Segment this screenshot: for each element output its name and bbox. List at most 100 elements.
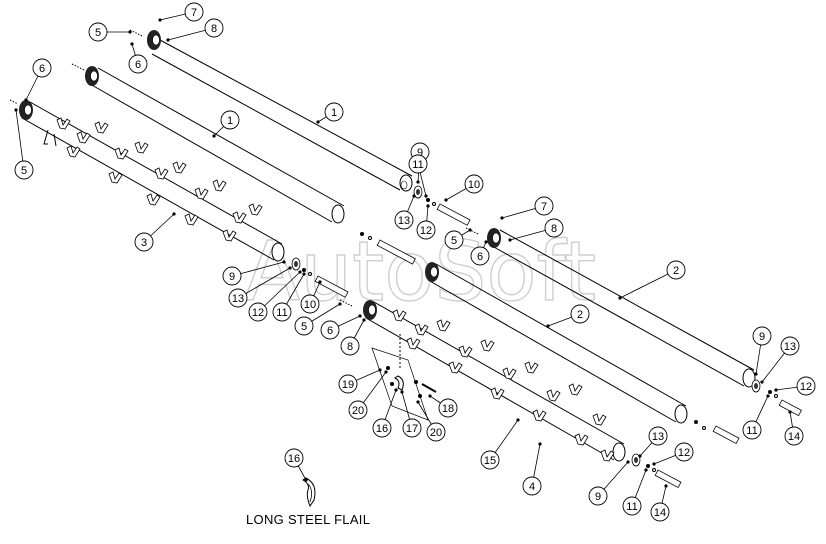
callout-16: 16 [284,448,308,482]
callout-label: 13 [232,293,244,305]
callout-label: 5 [301,321,307,333]
callout-17: 17 [400,390,422,438]
callout-label: 17 [406,423,418,435]
callout-label: 9 [595,491,601,503]
callout-3: 3 [134,212,176,252]
rotor-3-flail [18,99,285,262]
callout-10: 10 [300,280,322,314]
callout-12: 12 [774,376,816,396]
callout-4: 4 [522,442,542,496]
callout-label: 5 [21,165,27,177]
callout-20: 20 [416,400,446,442]
callout-label: 9 [229,271,235,283]
callout-20: 20 [348,370,388,420]
callout-label: 9 [417,147,423,159]
callout-13: 13 [228,266,292,308]
callout-label: 13 [652,431,664,443]
roller-1-second [84,65,345,224]
callout-2: 2 [546,304,590,328]
roller-2-middle [424,261,688,424]
callout-label: 1 [331,107,337,119]
roller-1-top [146,29,413,192]
callout-6: 6 [470,240,490,266]
callout-label: 6 [327,325,333,337]
callout-7: 7 [158,2,204,22]
callout-19: 19 [338,368,382,394]
callout-label: 12 [252,307,264,319]
callout-14: 14 [784,410,804,446]
callout-8: 8 [166,18,224,42]
callout-label: 7 [541,201,547,213]
callout-label: 2 [577,309,583,321]
callout-label: 4 [529,481,535,493]
callout-label: 16 [376,423,388,435]
callout-label: 13 [784,341,796,353]
callout-11: 11 [408,154,428,198]
callout-label: 6 [477,251,483,263]
caption-long-steel-flail: LONG STEEL FLAIL [246,512,371,527]
callout-label: 10 [468,179,480,191]
rotor-4-flail [362,299,626,462]
callout-11: 11 [272,272,306,322]
callout-label: 10 [304,299,316,311]
callout-label: 2 [673,265,679,277]
callout-5: 5 [294,302,342,336]
callout-1: 1 [212,110,240,138]
callout-label: 14 [654,507,666,519]
callout-label: 8 [347,341,353,353]
callout-label: 8 [211,23,217,35]
callout-12: 12 [248,270,302,322]
callout-label: 14 [788,431,800,443]
callout-label: 11 [626,501,637,513]
callout-layer: 1122345555666677888999910101111111112121… [14,2,816,522]
callout-label: 1 [227,115,233,127]
callout-label: 12 [678,447,690,459]
callout-12: 12 [652,442,694,466]
callout-label: 18 [442,403,454,415]
long-steel-flail-part [302,477,316,508]
callout-label: 6 [39,63,45,75]
callout-label: 8 [551,223,557,235]
callout-label: 13 [398,215,410,227]
callout-7: 7 [500,196,554,220]
callout-label: 20 [352,405,364,417]
callout-15: 15 [480,418,520,470]
callout-label: 6 [135,59,141,71]
callout-6: 6 [320,314,362,340]
callout-label: 19 [342,379,354,391]
callout-6: 6 [128,42,148,74]
callout-label: 5 [451,235,457,247]
callout-label: 3 [141,237,147,249]
callout-10: 10 [444,174,484,202]
callout-5: 5 [88,22,132,42]
callout-18: 18 [428,394,458,418]
callout-label: 16 [288,453,300,465]
callout-11: 11 [742,394,770,440]
callout-label: 12 [800,381,812,393]
callout-5: 5 [14,108,34,180]
callout-label: 20 [430,427,442,439]
callout-label: 12 [420,225,432,237]
callout-13: 13 [638,426,668,458]
callout-11: 11 [622,468,648,516]
callout-label: 9 [759,331,765,343]
shaft-parts [9,29,802,489]
callout-12: 12 [416,204,436,240]
callout-label: 7 [191,7,197,19]
callout-9: 9 [752,326,772,376]
callout-14: 14 [650,484,670,522]
callout-label: 15 [484,455,496,467]
callout-label: 11 [276,307,287,319]
callout-2: 2 [618,260,686,300]
flail-detail [371,334,437,421]
watermark-text: AutoSoft [244,225,596,320]
roller-2-right [486,227,756,388]
callout-9: 9 [588,460,630,506]
callout-label: 11 [746,425,757,437]
callout-8: 8 [340,318,366,356]
callout-8: 8 [508,218,564,242]
callout-5: 5 [444,228,472,250]
callout-9: 9 [222,260,286,286]
callout-label: 5 [95,27,101,39]
